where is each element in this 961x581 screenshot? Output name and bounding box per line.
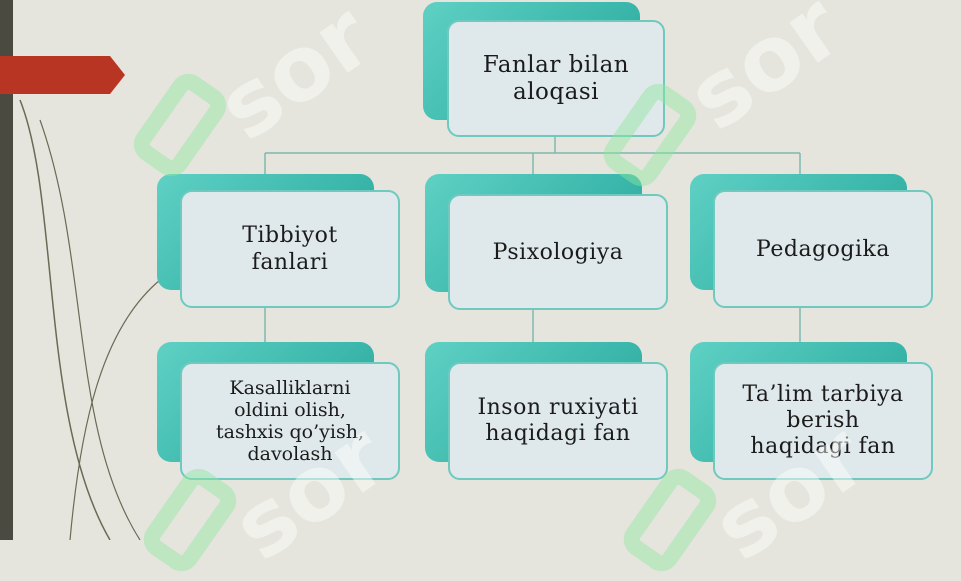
root-node: Fanlar bilan aloqasi	[447, 20, 665, 137]
desc-node-pedagogika: Ta’lim tarbiya berish haqidagi fan	[713, 362, 933, 480]
branch-node-psixologiya: Psixologiya	[448, 194, 668, 310]
branch-node-label: Tibbiyot fanlari	[242, 223, 338, 275]
watermark-text: sor	[199, 0, 391, 162]
branch-node-label: Psixologiya	[492, 239, 624, 265]
branch-node-pedagogika: Pedagogika	[713, 190, 933, 308]
desc-node-psixologiya: Inson ruxiyati haqidagi fan	[448, 362, 668, 480]
root-node-label: Fanlar bilan aloqasi	[482, 51, 630, 105]
branch-node-label: Pedagogika	[756, 236, 890, 262]
left-border-bar	[0, 0, 13, 540]
red-arrow-flag	[0, 56, 125, 94]
desc-node-text: Inson ruxiyati haqidagi fan	[477, 395, 639, 446]
watermark-logo-icon	[126, 66, 234, 184]
branch-node-tibbiyot: Tibbiyot fanlari	[180, 190, 400, 308]
watermark-text: sor	[669, 0, 861, 152]
desc-node-text: Ta’lim tarbiya berish haqidagi fan	[742, 382, 904, 459]
desc-node-text: Kasalliklarni oldini olish, tashxis qo’y…	[215, 377, 364, 465]
desc-node-tibbiyot: Kasalliklarni oldini olish, tashxis qo’y…	[180, 362, 400, 480]
